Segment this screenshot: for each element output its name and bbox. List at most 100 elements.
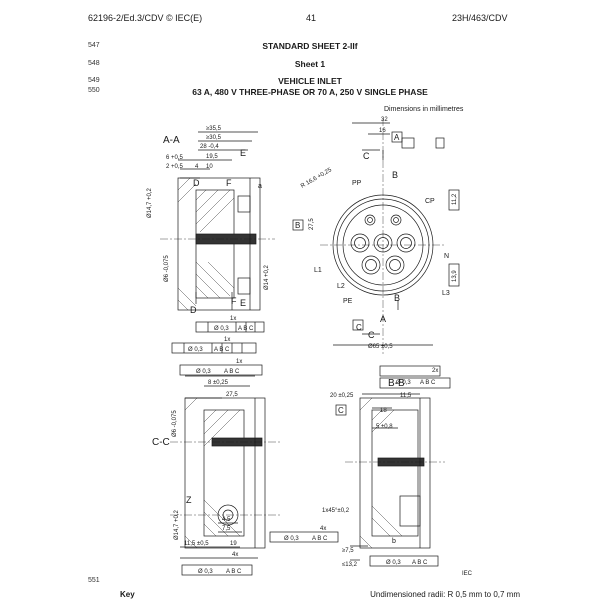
dim-355: ≥35,5 <box>206 126 222 132</box>
mult-cc-1x: 1x <box>236 359 242 365</box>
label-b-bottom: B <box>394 293 400 303</box>
dim-cc-147: Ø14,7 +0,2 <box>174 509 180 540</box>
dim-195: 19,5 <box>206 154 218 160</box>
label-c-frame: C <box>338 406 344 415</box>
tol-cc-mid: Ø 0,3 <box>284 536 299 542</box>
label-small-a: a <box>258 183 262 190</box>
dim-45: 4,5 <box>222 517 231 523</box>
dim-r166: R 16,6 +0,25 <box>300 167 333 190</box>
line-number-547: 547 <box>88 42 100 49</box>
undimensioned-radii-note: Undimensioned radii: R 0,5 mm to 0,7 mm <box>370 590 520 599</box>
tol-cc-top: Ø 0,3 <box>196 369 211 375</box>
dim-147: Ø14,7 +0,2 <box>147 187 153 218</box>
section-cc-drawing <box>170 364 339 576</box>
dim-5: 5 ±0,8 <box>376 424 393 430</box>
dim-115: 11,5 <box>400 393 412 399</box>
dim-115b: 11,5 ±0,5 <box>184 541 209 547</box>
tol-cc-bottom-abc: A B C <box>226 569 242 575</box>
dim-8: 8 ±0,25 <box>208 380 229 386</box>
dim-18: 18 <box>380 408 387 414</box>
dim-275: 27,5 <box>309 218 315 230</box>
tol-cc-top-abc: A B C <box>224 369 240 375</box>
dim-4: 4 <box>195 164 199 170</box>
label-f-top: F <box>226 178 232 188</box>
label-l2: L2 <box>337 283 345 290</box>
mult-cc-4x: 4x <box>232 552 238 558</box>
label-n: N <box>444 253 449 260</box>
line-number-548: 548 <box>88 60 100 67</box>
label-c-bottom: C <box>368 330 375 340</box>
dim-75b: ≥7,5 <box>342 548 354 554</box>
tol-cc-bottom: Ø 0,3 <box>198 569 213 575</box>
label-a-top: A <box>394 133 400 142</box>
label-pp: PP <box>352 180 362 187</box>
section-cc-label: C-C <box>152 437 170 448</box>
mult-aa-1x-a: 1x <box>230 316 236 322</box>
dimensions-note: Dimensions in millimetres <box>384 106 464 113</box>
dim-10: 10 <box>206 164 213 170</box>
label-pe: PE <box>343 298 353 305</box>
tol-bb-bottom: Ø 0,3 <box>386 560 401 566</box>
label-iec: IEC <box>462 571 473 577</box>
header-doc-ref: 62196-2/Ed.3/CDV © IEC(E) <box>88 13 203 23</box>
header-page-number: 41 <box>306 13 317 23</box>
label-l1: L1 <box>314 267 322 274</box>
tol-bb-top-abc: A B C <box>420 380 436 386</box>
dim-chamfer: 1x45°±0,2 <box>322 508 350 514</box>
tol-aa-2: Ø 0,3 <box>188 347 203 353</box>
label-small-b: b <box>392 538 396 545</box>
label-c-top: C <box>363 151 370 161</box>
standard-sheet-title: STANDARD SHEET 2-IIf <box>262 41 358 51</box>
label-l3: L3 <box>442 290 450 297</box>
line-number-550: 550 <box>88 87 100 94</box>
dim-19: 19 <box>230 541 237 547</box>
header-committee-ref: 23H/463/CDV <box>452 13 508 23</box>
dim-275b: 27,5 <box>226 392 238 398</box>
label-cp: CP <box>425 198 435 205</box>
dim-6: 6 +0,5 <box>166 155 184 161</box>
label-b-top: B <box>392 170 398 180</box>
front-view-drawing <box>292 118 460 355</box>
label-a-bottom: A <box>380 314 386 324</box>
dim-139: 13,9 <box>452 270 458 282</box>
mult-aa-1x-b: 1x <box>224 337 230 343</box>
dim-cc-6-075: Ø6 -0,075 <box>172 410 178 437</box>
dim-75: 7,5 <box>222 526 231 532</box>
dim-32: 32 <box>381 117 388 123</box>
section-aa-drawing <box>160 131 275 354</box>
section-aa-label: A-A <box>163 135 180 146</box>
dim-16: 16 <box>379 128 386 134</box>
tol-aa-2-abc: A B C <box>214 347 230 353</box>
mult-bb-2x: 2x <box>432 368 438 374</box>
label-e-top: E <box>240 148 246 158</box>
label-f-bottom: F <box>231 296 237 306</box>
rating-title: 63 A, 480 V THREE-PHASE OR 70 A, 250 V S… <box>192 87 428 97</box>
sheet-number-title: Sheet 1 <box>294 59 326 69</box>
line-number-551: 551 <box>88 577 100 584</box>
dim-14-02: Ø14 +0,2 <box>264 264 270 290</box>
dim-28: 28 -0,4 <box>200 144 219 150</box>
tol-bb-top: Ø 0,3 <box>396 380 411 386</box>
label-c-frame-front: C <box>356 323 362 332</box>
dim-65: Ø65 ±0,5 <box>368 344 393 350</box>
tol-bb-bottom-abc: A B C <box>412 560 428 566</box>
tol-aa-1: Ø 0,3 <box>214 326 229 332</box>
dim-20: 20 ±0,25 <box>330 393 354 399</box>
section-bb-drawing <box>335 365 451 567</box>
label-b-frame: B <box>295 221 300 230</box>
label-e-bottom: E <box>240 298 246 308</box>
dim-2: 2 +0,5 <box>166 164 184 170</box>
vehicle-inlet-title: VEHICLE INLET <box>278 76 342 86</box>
section-bb-label: B-B <box>388 378 405 389</box>
tol-cc-mid-abc: A B C <box>312 536 328 542</box>
dim-132: ≤13,2 <box>342 562 358 568</box>
dim-305: ≥30,5 <box>206 135 222 141</box>
mult-cc-4x-b: 4x <box>320 526 326 532</box>
label-z: Z <box>186 495 192 505</box>
label-d-top: D <box>193 178 200 188</box>
key-label: Key <box>120 590 135 599</box>
line-number-549: 549 <box>88 77 100 84</box>
label-d-bottom: D <box>190 305 197 315</box>
dim-112: 11,2 <box>452 193 458 205</box>
